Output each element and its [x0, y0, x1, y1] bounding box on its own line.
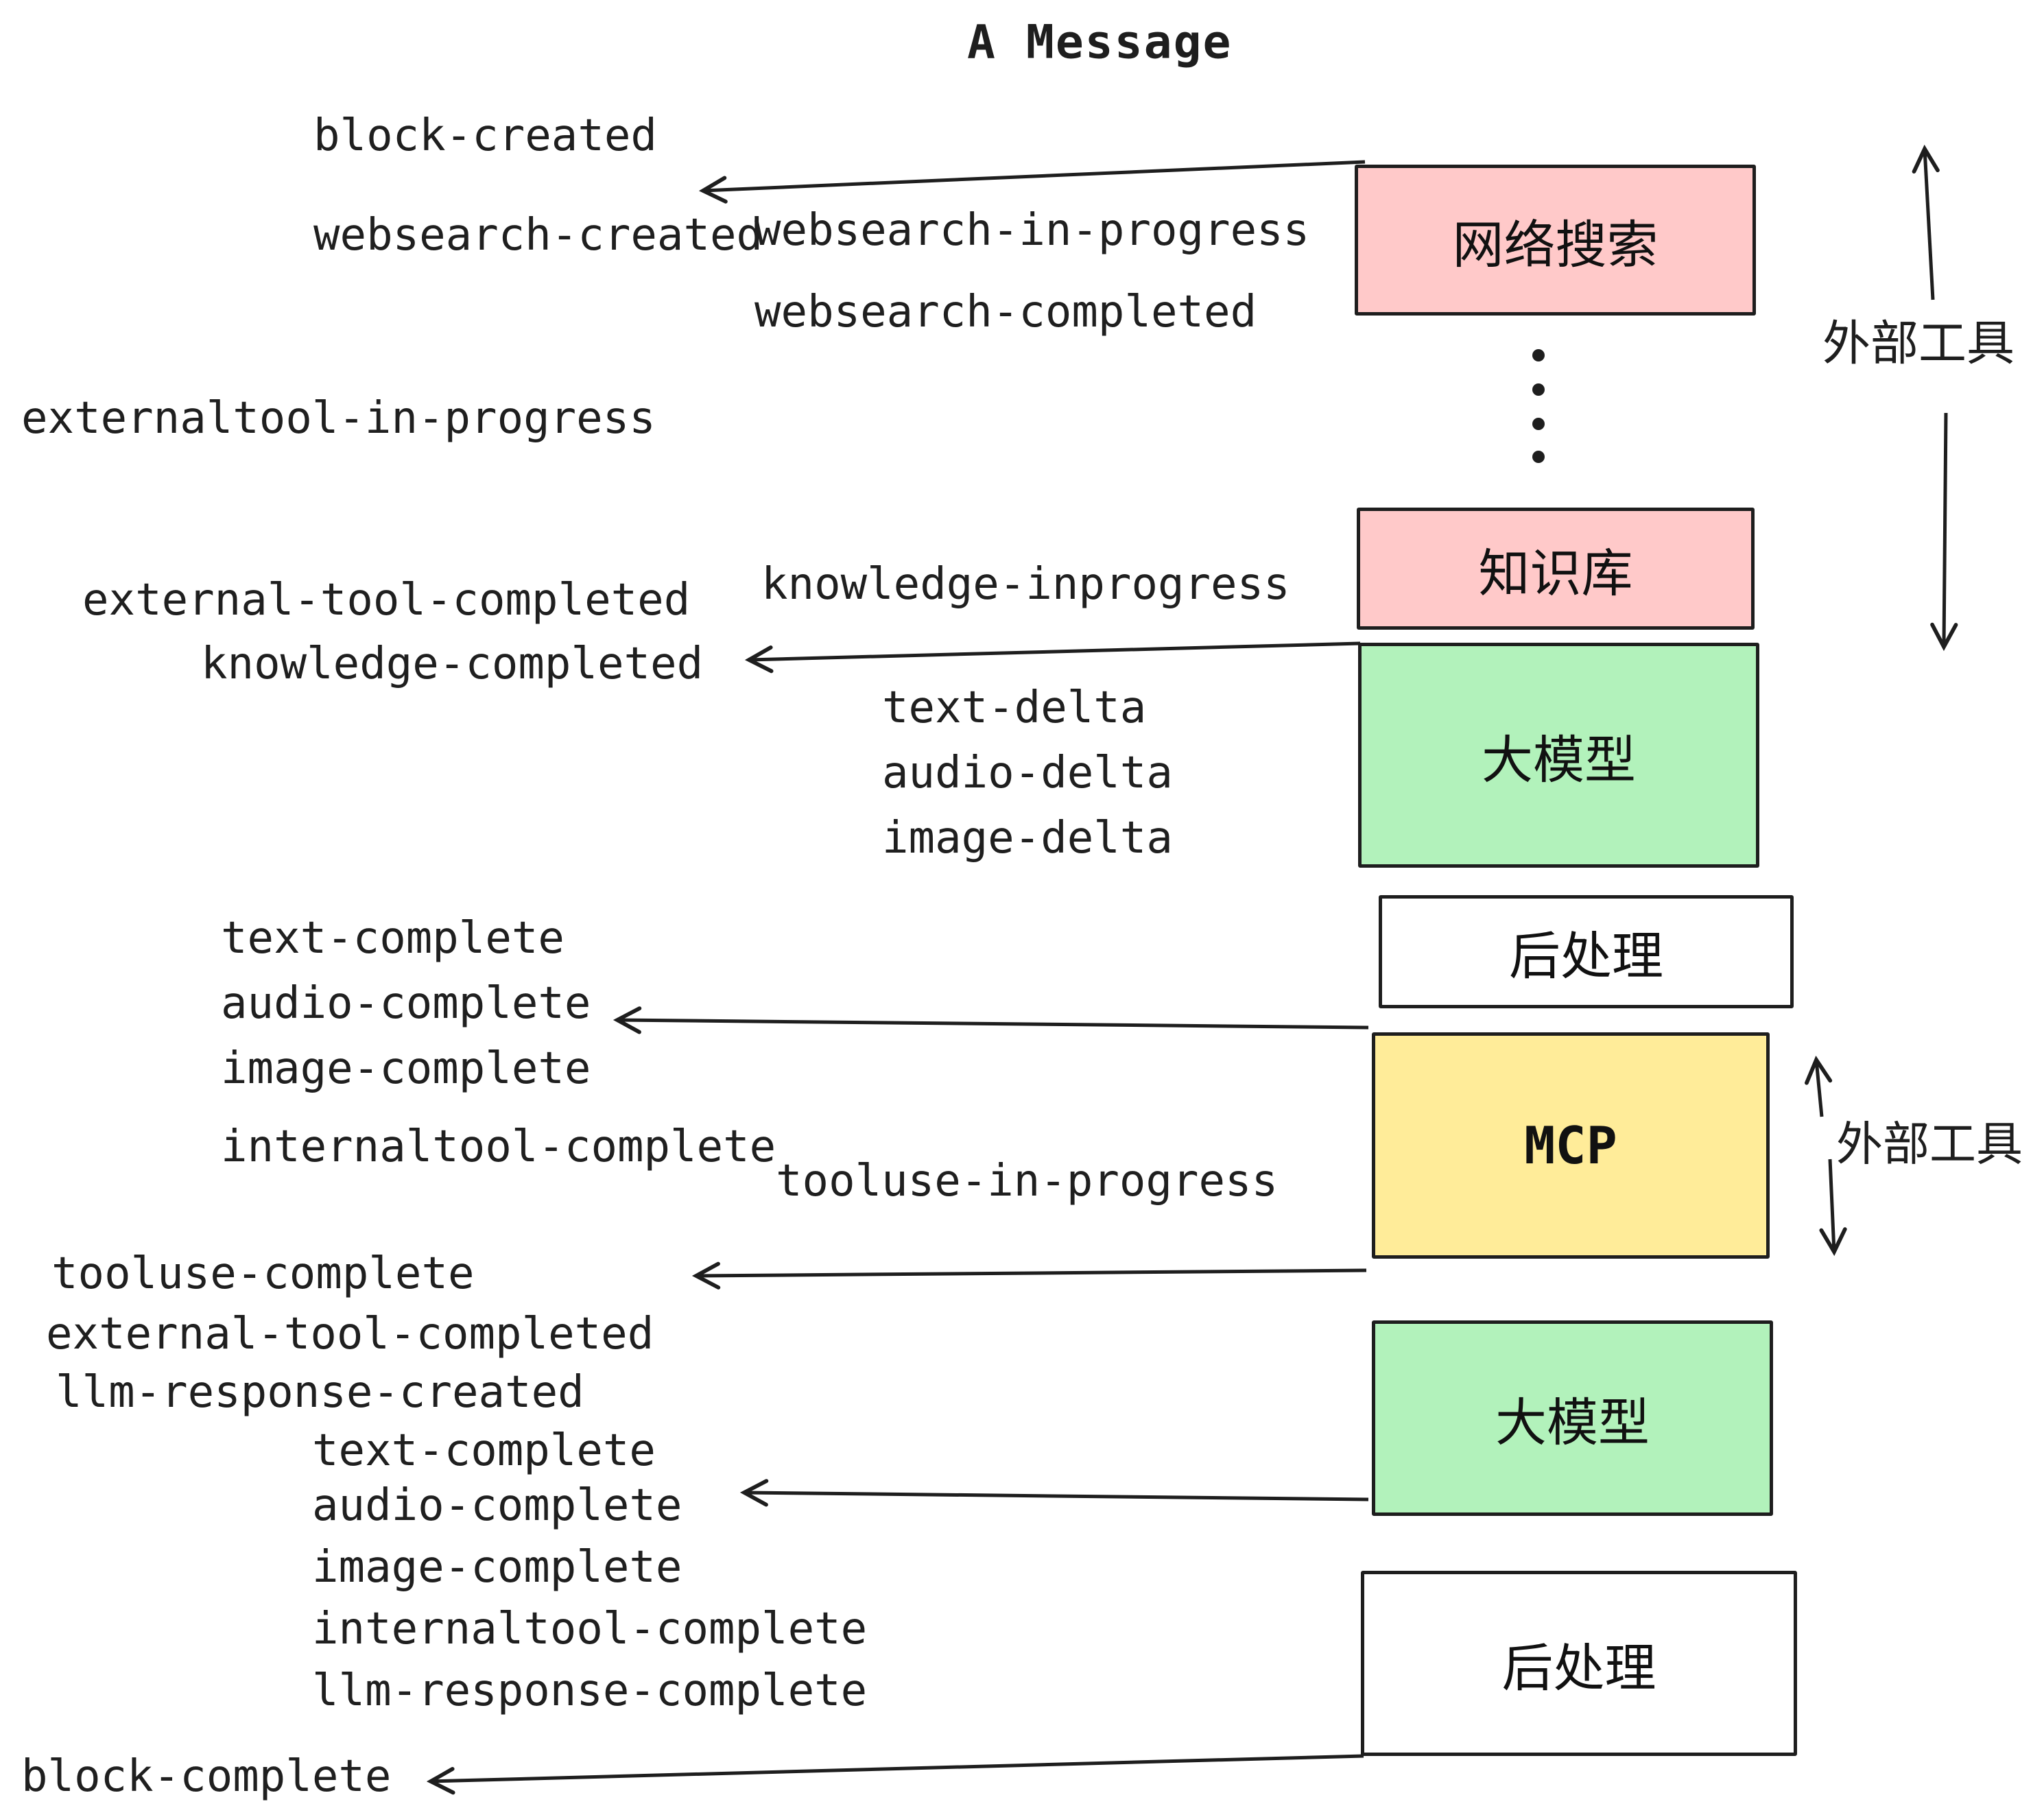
event-label-websearch-in-progress: websearch-in-progress: [754, 205, 1310, 256]
box-mcp-label: MCP: [1524, 1115, 1617, 1176]
arrow-image-complete: [613, 1006, 1369, 1034]
arrow-block-created: [698, 160, 1366, 204]
box-llm-2-label: 大模型: [1495, 1392, 1650, 1453]
event-label-knowledge-completed: knowledge-completed: [201, 639, 704, 689]
external-tools-up-arrow-2: [1805, 1055, 1833, 1117]
box-knowledge: 知识库: [1357, 508, 1755, 630]
box-postprocess-1: 后处理: [1379, 895, 1794, 1008]
box-llm-1-label: 大模型: [1481, 729, 1636, 790]
event-label-image-complete: image-complete: [312, 1542, 682, 1593]
event-label-tooluse-in-progress: tooluse-in-progress: [776, 1156, 1279, 1207]
event-label-external-tool-completed: external-tool-completed: [82, 575, 691, 626]
external-tools-up-arrow-1: [1912, 144, 1940, 300]
event-label-audio-complete: audio-complete: [221, 978, 591, 1029]
event-label-internaltool-complete: internaltool-complete: [312, 1604, 868, 1654]
event-label-tooluse-complete: tooluse-complete: [51, 1248, 475, 1299]
event-label-audio-delta: audio-delta: [882, 748, 1173, 798]
box-websearch: 网络搜索: [1355, 165, 1756, 316]
box-mcp: MCP: [1372, 1032, 1770, 1259]
external-tools-label-2: 外部工具: [1836, 1117, 2023, 1172]
event-label-image-complete: image-complete: [221, 1043, 591, 1094]
event-label-llm-response-complete: llm-response-complete: [312, 1665, 868, 1716]
event-label-block-complete: block-complete: [21, 1751, 392, 1802]
event-label-text-complete: text-complete: [312, 1425, 656, 1476]
event-label-knowledge-inprogress: knowledge-inprogress: [761, 559, 1290, 610]
arrow-tooluse-complete: [691, 1261, 1367, 1290]
arrow-audio-complete: [739, 1479, 1369, 1507]
event-label-audio-complete: audio-complete: [312, 1480, 682, 1531]
arrow-knowledge-completed: [744, 641, 1361, 674]
box-postprocess-2-label: 后处理: [1501, 1637, 1656, 1698]
event-label-text-complete: text-complete: [221, 913, 565, 964]
external-tools-label-1: 外部工具: [1822, 315, 2015, 372]
external-tools-down-arrow-1: [1930, 412, 1958, 652]
box-llm-2: 大模型: [1372, 1320, 1773, 1516]
event-label-internaltool-complete: internaltool-complete: [221, 1121, 776, 1172]
event-label-image-delta: image-delta: [882, 813, 1173, 864]
event-label-text-delta: text-delta: [882, 683, 1147, 733]
box-llm-1: 大模型: [1358, 643, 1759, 868]
event-label-llm-response-created: llm-response-created: [56, 1367, 584, 1418]
box-knowledge-label: 知识库: [1478, 543, 1633, 604]
event-label-websearch-completed: websearch-completed: [754, 287, 1257, 337]
event-label-externaltool-in-progress: externaltool-in-progress: [21, 393, 656, 444]
external-tools-down-arrow-2: [1819, 1159, 1847, 1257]
diagram-title: A Message: [967, 15, 1233, 70]
event-label-block-created: block-created: [313, 110, 657, 161]
box-websearch-label: 网络搜索: [1452, 214, 1659, 275]
box-postprocess-1-label: 后处理: [1508, 926, 1663, 986]
box-postprocess-2: 后处理: [1361, 1571, 1797, 1756]
ellipsis-dots: [1532, 349, 1545, 463]
arrow-block-complete: [426, 1754, 1364, 1795]
event-label-external-tool-completed: external-tool-completed: [46, 1309, 654, 1360]
event-label-websearch-created: websearch-created: [313, 210, 763, 261]
